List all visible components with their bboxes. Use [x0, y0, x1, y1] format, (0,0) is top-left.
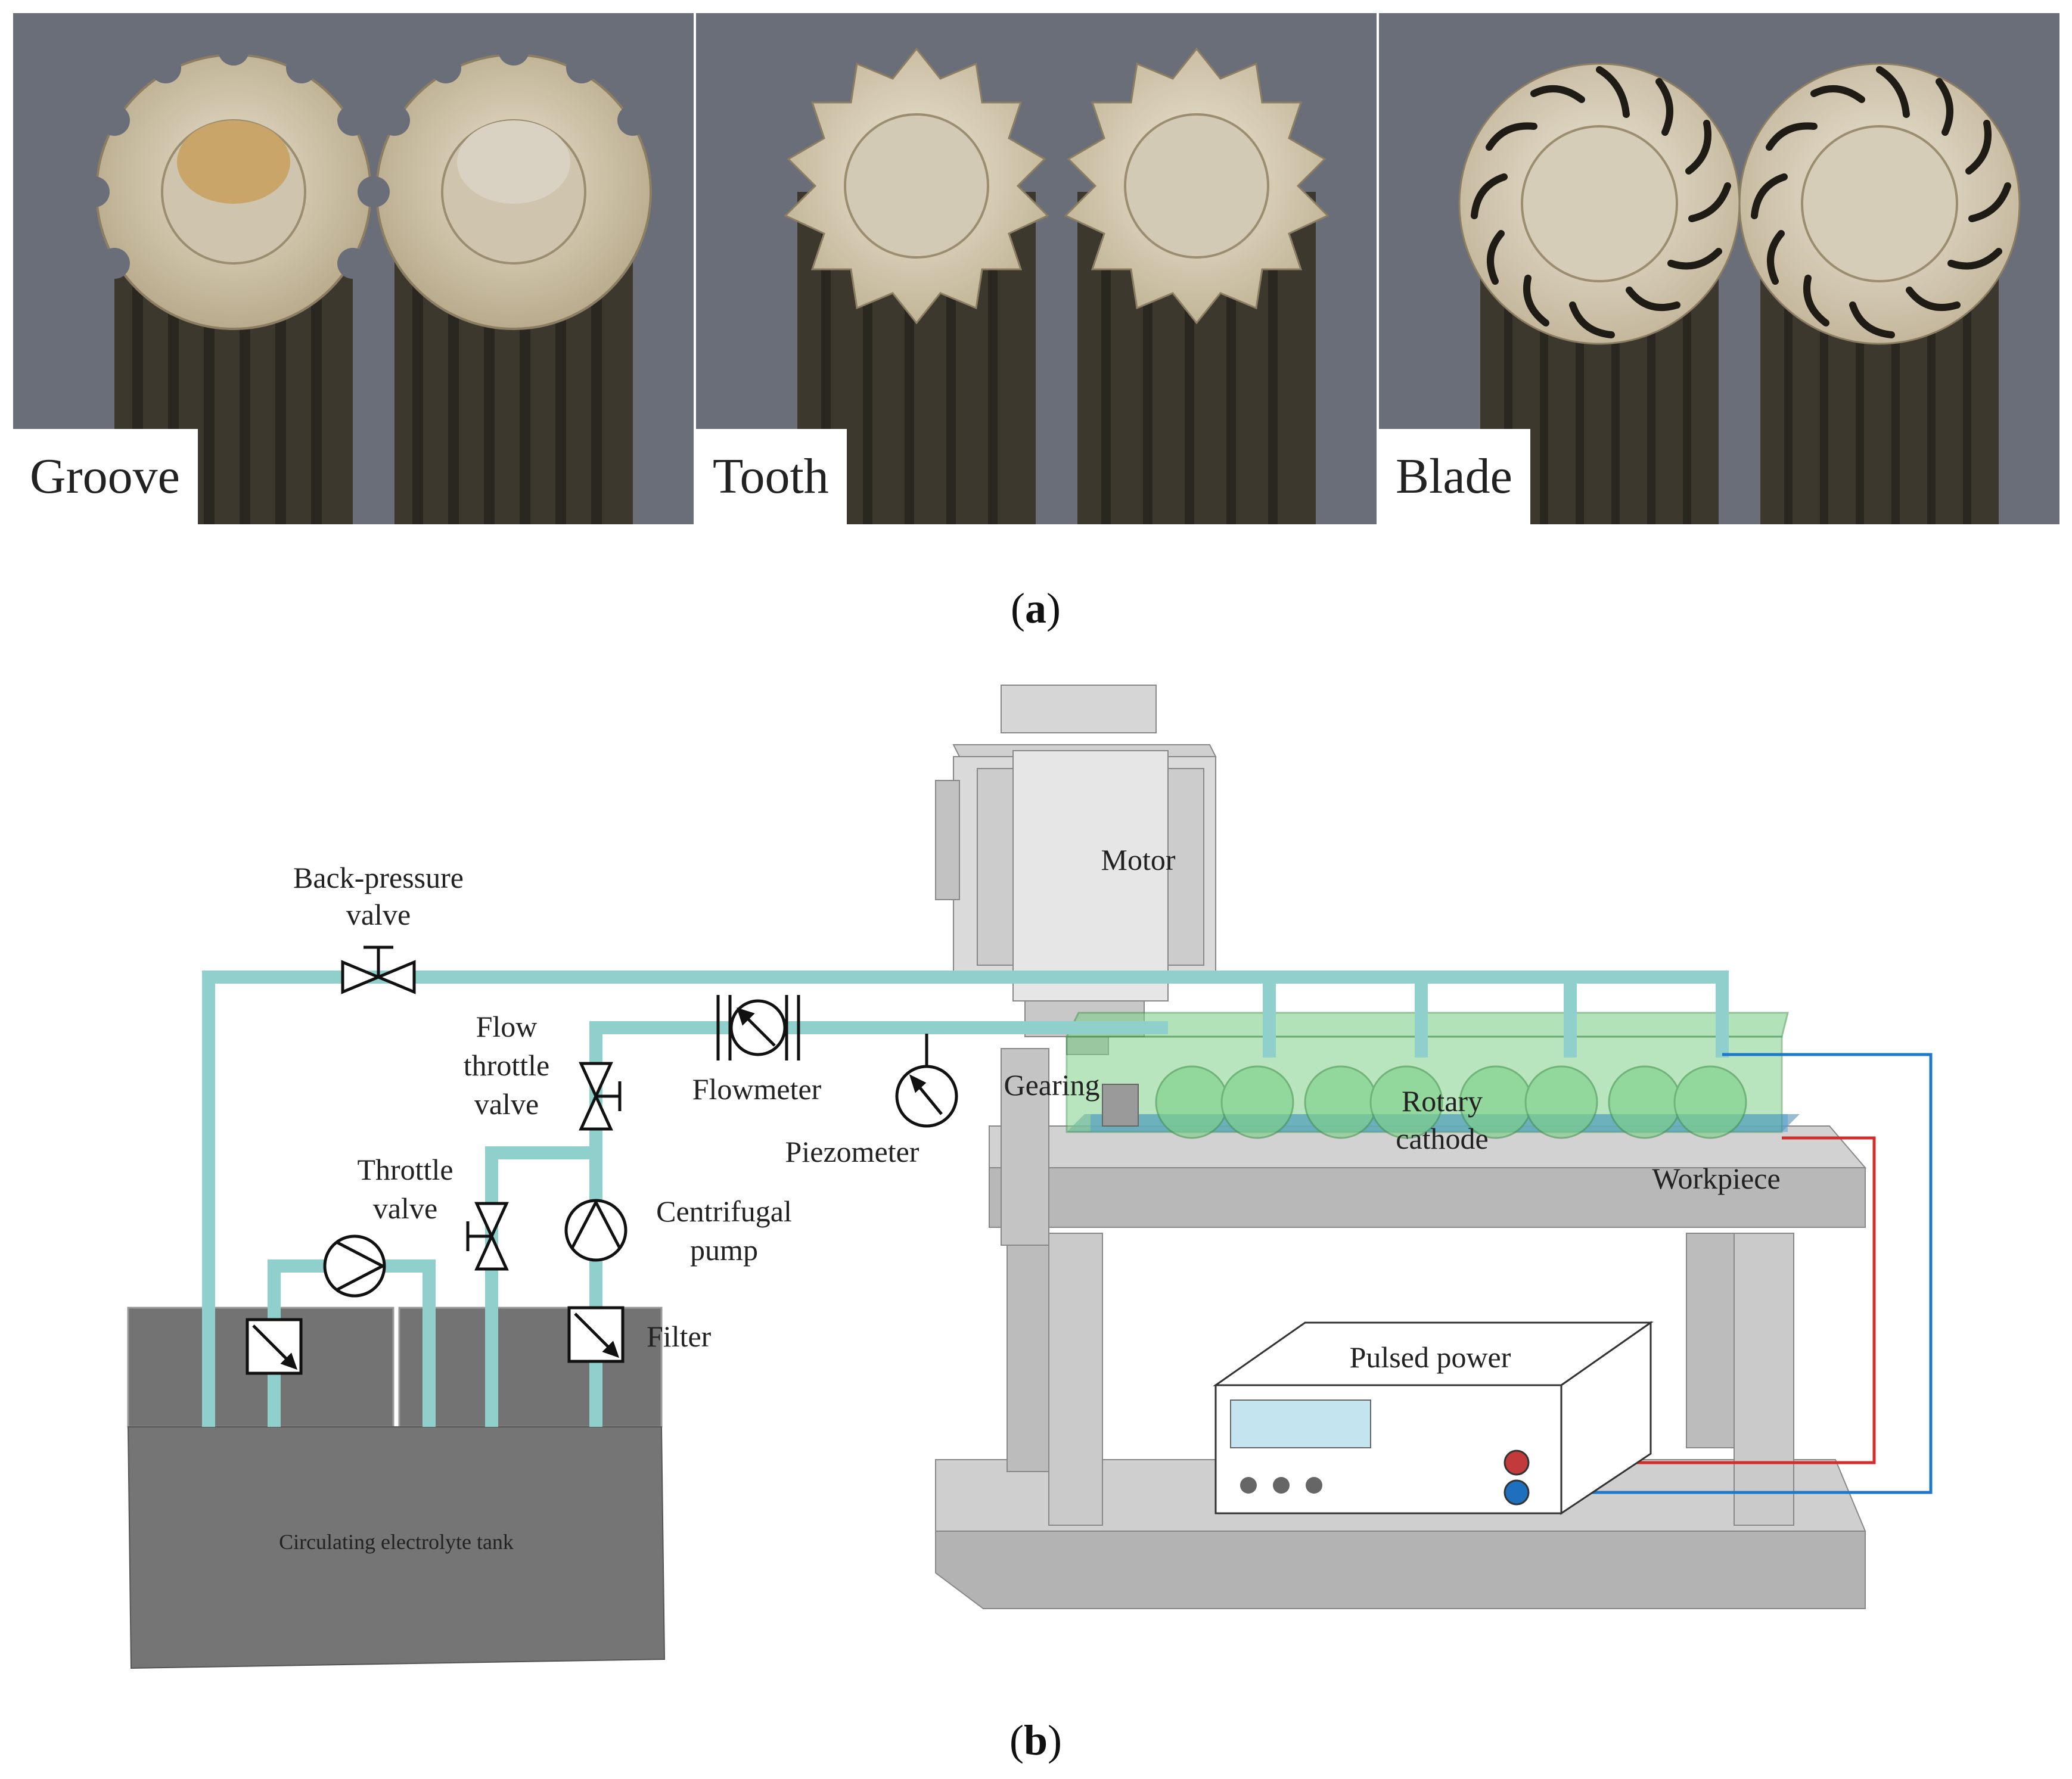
caption-a-letter: a [1025, 584, 1046, 632]
positive-terminal [1503, 1450, 1530, 1476]
ecm-setup-diagram: Back-pressure valve Flow throttle valve … [127, 685, 1933, 1669]
throttle-valve-icon [466, 1202, 509, 1271]
tank-pump-icon [323, 1234, 386, 1298]
label-flow-throttle-3: valve [474, 1087, 539, 1121]
photo-tooth: Tooth [696, 13, 1377, 524]
label-back-pressure-valve: Back-pressure [293, 861, 464, 894]
label-centrifugal-pump-2: pump [690, 1233, 758, 1267]
centrifugal-pump-icon [564, 1199, 627, 1262]
pipes [202, 971, 1729, 1427]
caption-a: (a) [1011, 584, 1061, 632]
flowmeter-icon [716, 995, 800, 1060]
label-flowmeter: Flowmeter [692, 1072, 822, 1106]
blade-gears-image [1379, 13, 2059, 524]
label-centrifugal-pump: Centrifugal [656, 1195, 792, 1228]
photo-groove: Groove [13, 13, 694, 524]
piezometer-icon [895, 1034, 958, 1128]
label-throttle-valve: Throttle [357, 1153, 453, 1186]
caption-b: (b) [1009, 1716, 1062, 1764]
power-knob [1273, 1477, 1290, 1494]
power-display [1230, 1399, 1371, 1448]
caption-b-letter: b [1023, 1716, 1048, 1764]
pulsed-power-supply [1213, 1321, 1654, 1515]
label-motor: Motor [1101, 843, 1176, 876]
flow-throttle-valve-icon [579, 1062, 622, 1131]
label-back-pressure-valve-2: valve [346, 898, 411, 931]
groove-gears-image [13, 13, 694, 524]
power-knob [1306, 1477, 1322, 1494]
label-filter: Filter [647, 1320, 712, 1353]
negative-terminal [1503, 1479, 1530, 1506]
photo-label-blade: Blade [1379, 429, 1530, 524]
label-rotary-cathode: Rotary [1402, 1084, 1483, 1118]
machine-frame [935, 1125, 1867, 1609]
label-pulsed-power: Pulsed power [1350, 1341, 1511, 1374]
power-knob [1240, 1477, 1257, 1494]
label-rotary-cathode-2: cathode [1396, 1122, 1488, 1155]
label-throttle-valve-2: valve [373, 1192, 437, 1225]
label-workpiece: Workpiece [1652, 1162, 1780, 1195]
motor [935, 685, 1217, 1246]
diagram-labels: Back-pressure valve Flow throttle valve … [279, 843, 1781, 1554]
label-flow-throttle-2: throttle [464, 1049, 549, 1082]
filter-icon [567, 1306, 625, 1363]
photo-label-tooth: Tooth [696, 429, 847, 524]
rotary-cathode-assembly [1065, 1012, 1800, 1139]
label-flow-throttle: Flow [476, 1010, 538, 1043]
label-tank: Circulating electrolyte tank [279, 1530, 514, 1554]
label-gearing: Gearing [1004, 1068, 1099, 1102]
label-piezometer: Piezometer [785, 1135, 919, 1168]
electrical-wires [1523, 1053, 1933, 1494]
back-pressure-valve-icon [341, 946, 416, 994]
photo-blade: Blade [1379, 13, 2059, 524]
tank-filter-icon [246, 1318, 303, 1375]
photo-label-groove: Groove [13, 429, 198, 524]
